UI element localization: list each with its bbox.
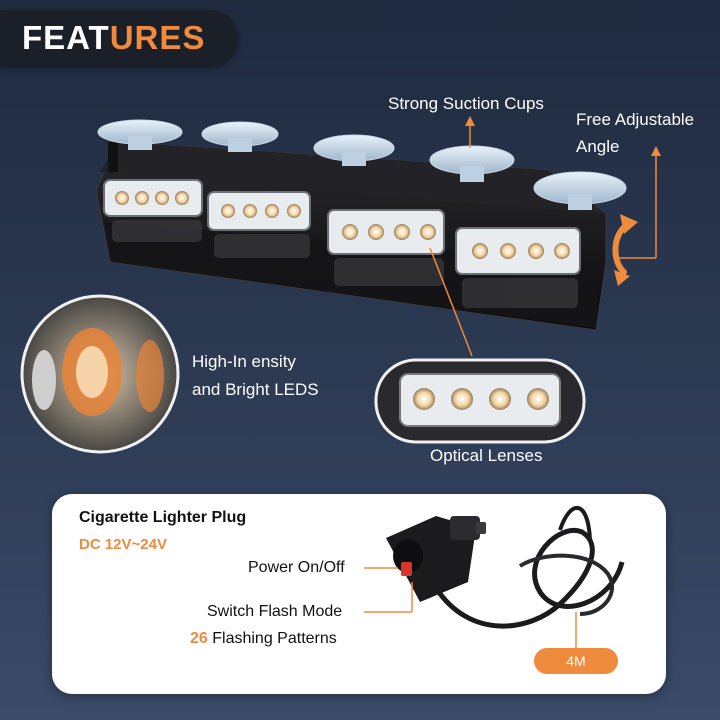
plug-voltage: DC 12V~24V bbox=[79, 536, 167, 553]
patterns-text: Flashing Patterns bbox=[212, 630, 337, 647]
label-adjustable-2: Angle bbox=[576, 137, 620, 156]
features-title: FEATURES bbox=[22, 19, 206, 56]
patterns-count: 26 bbox=[190, 630, 208, 647]
label-power: Power On/Off bbox=[248, 559, 345, 576]
label-suction-cups: Strong Suction Cups bbox=[388, 94, 544, 113]
label-switch-mode: Switch Flash Mode bbox=[207, 603, 343, 620]
label-adjustable-1: Free Adjustable bbox=[576, 110, 695, 129]
label-leds-2: and Bright LEDS bbox=[192, 380, 319, 399]
label-optical-lenses: Optical Lenses bbox=[430, 446, 543, 465]
led-module-icon bbox=[103, 179, 581, 308]
cable-length-badge: 4M bbox=[534, 648, 618, 674]
led-zoom-icon bbox=[20, 294, 180, 454]
plug-title: Cigarette Lighter Plug bbox=[79, 509, 247, 526]
rotate-arrow-icon bbox=[612, 214, 638, 286]
label-leds-1: High-In ensity bbox=[192, 352, 296, 371]
label-patterns: 26 Flashing Patterns bbox=[190, 630, 337, 648]
suction-cup-icon bbox=[97, 119, 627, 210]
features-banner bbox=[0, 10, 238, 66]
lens-zoom-icon bbox=[374, 358, 586, 444]
